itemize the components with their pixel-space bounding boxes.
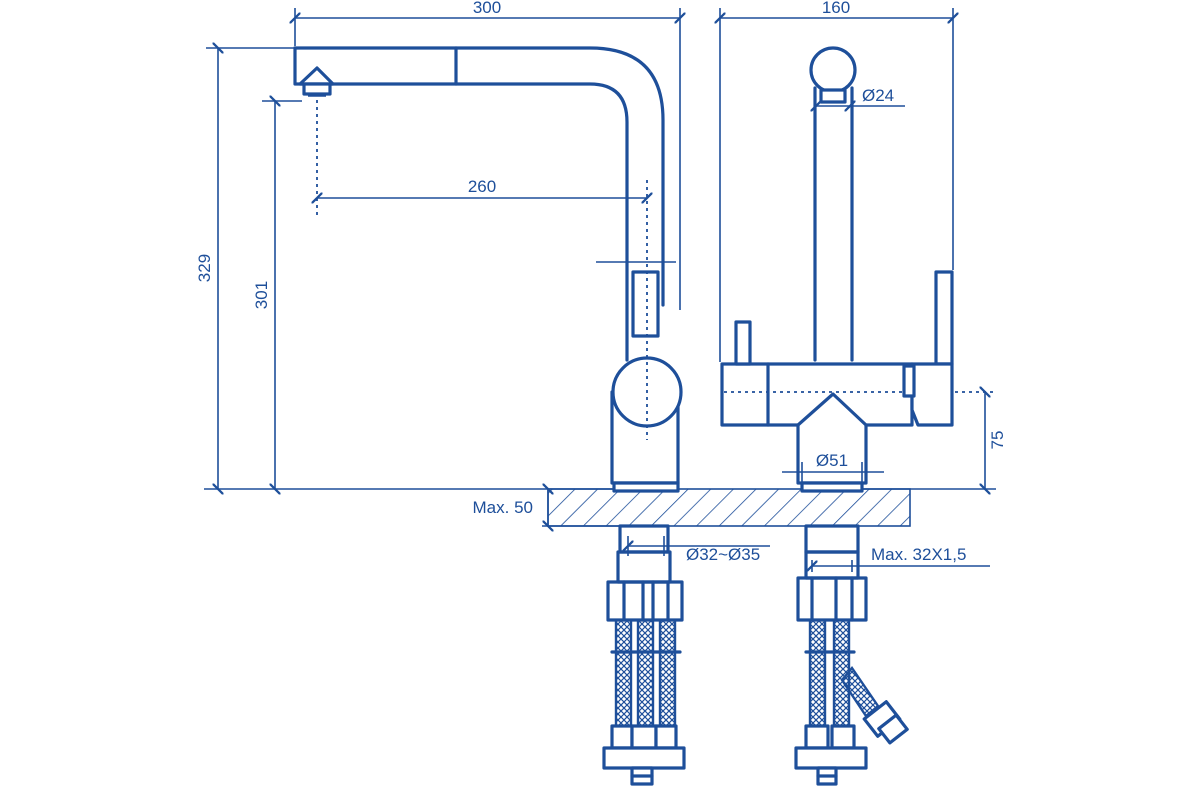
- dim-hole-diameter-label: Ø32~Ø35: [686, 545, 760, 564]
- front-view-faucet: [293, 46, 686, 786]
- countertop: [204, 488, 996, 527]
- dim-overall-width-label: 300: [473, 0, 501, 17]
- dim-overall-width: 300: [295, 0, 680, 310]
- dim-spout-height-label: 301: [252, 281, 271, 309]
- dim-aerator-diameter: Ø24: [816, 86, 905, 106]
- dim-overall-height-label: 329: [195, 254, 214, 282]
- dim-spout-reach: 260: [317, 100, 676, 272]
- dim-countertop-max-label: Max. 50: [473, 498, 533, 517]
- dim-spout-reach-label: 260: [468, 177, 496, 196]
- dim-thread-max: Max. 32X1,5: [812, 545, 990, 572]
- dim-thread-max-label: Max. 32X1,5: [871, 545, 966, 564]
- dim-countertop-max: Max. 50: [473, 489, 620, 526]
- dim-side-width: 160: [720, 0, 953, 362]
- side-view-faucet: [720, 46, 995, 786]
- dim-aerator-diameter-label: Ø24: [862, 86, 894, 105]
- dim-base-diameter: Ø51: [782, 451, 884, 482]
- dim-base-diameter-label: Ø51: [816, 451, 848, 470]
- dim-overall-height: 329: [195, 48, 295, 489]
- dim-spout-height: 301: [252, 101, 302, 489]
- dim-lever-axis-label: 75: [988, 431, 1007, 450]
- dim-side-width-label: 160: [822, 0, 850, 17]
- dim-lever-axis: 75: [985, 392, 1007, 489]
- dim-hole-diameter: Ø32~Ø35: [628, 536, 770, 564]
